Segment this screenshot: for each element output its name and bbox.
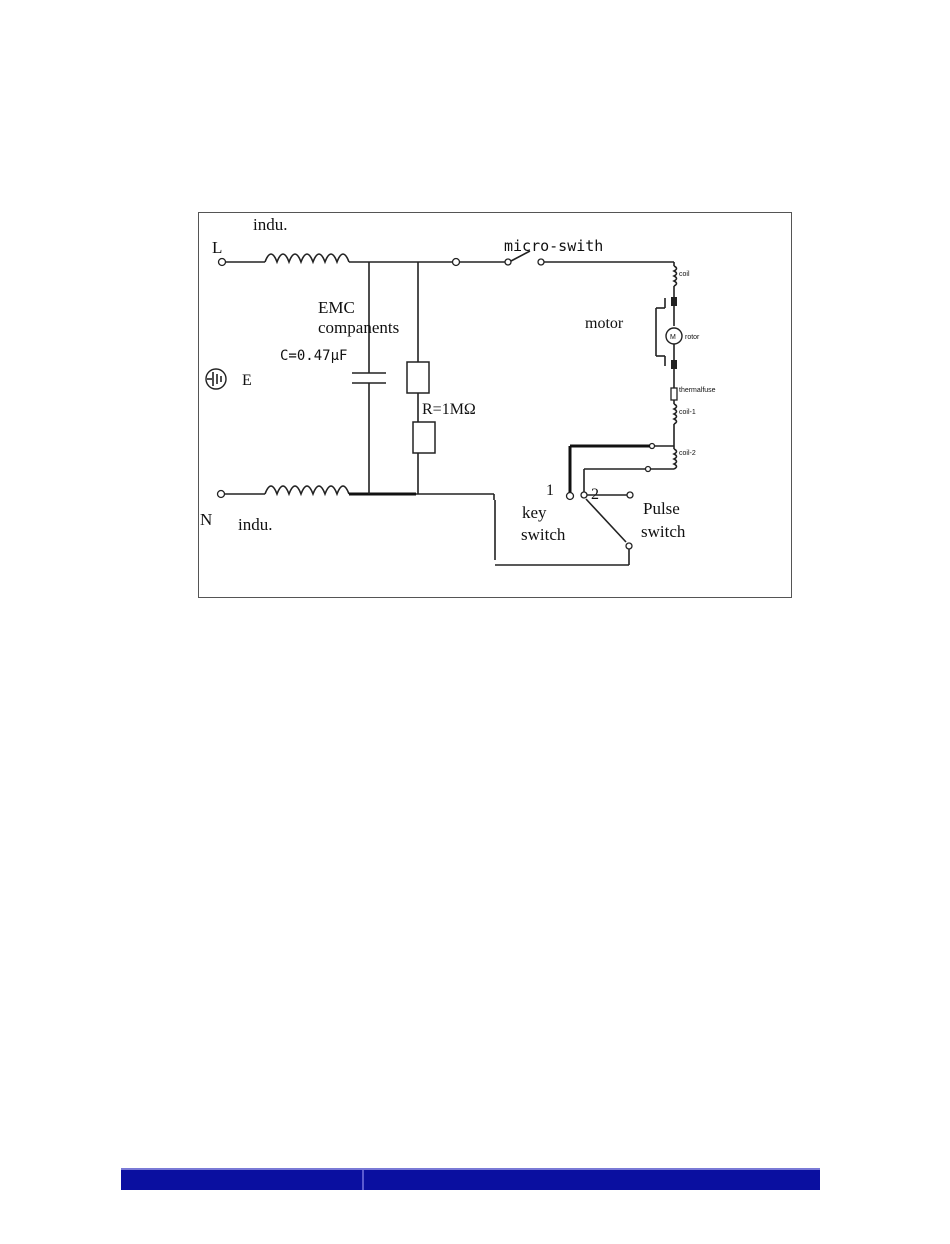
footer-divider xyxy=(362,1170,364,1190)
label-resistor: R=1MΩ xyxy=(422,401,476,418)
line-l-rail xyxy=(219,251,675,266)
label-num-2: 2 xyxy=(591,486,599,503)
resistor-2 xyxy=(413,422,435,453)
label-e: E xyxy=(242,372,252,389)
label-key-line1: key xyxy=(522,503,547,522)
resistor-branch xyxy=(407,262,435,494)
label-thermal-fuse: thermalfuse xyxy=(679,387,716,394)
label-coil-1: coil-1 xyxy=(679,409,696,416)
coil-top xyxy=(674,266,677,286)
motor-chain: M xyxy=(646,262,683,472)
key-switch-contact-1 xyxy=(567,493,574,500)
label-l: L xyxy=(212,238,222,257)
label-emc-line1: EMC xyxy=(318,298,355,317)
label-emc-line2: companents xyxy=(318,318,399,337)
label-coil-2: coil-2 xyxy=(679,450,696,457)
label-num-1: 1 xyxy=(546,482,554,499)
terminal-l xyxy=(219,259,226,266)
resistor-1 xyxy=(407,362,429,393)
label-key-line2: switch xyxy=(521,525,566,544)
label-micro-switch: micro-swith xyxy=(504,237,603,255)
pulse-switch-contact-bottom xyxy=(626,543,632,549)
junction-top xyxy=(453,259,460,266)
label-rotor: rotor xyxy=(685,334,700,341)
label-pulse-line1: Pulse xyxy=(643,499,680,518)
earth-symbol xyxy=(206,369,226,389)
coil-1-symbol xyxy=(674,404,677,424)
key-switch-contact-2 xyxy=(581,492,587,498)
label-n: N xyxy=(200,510,212,529)
label-pulse-line2: switch xyxy=(641,522,686,541)
thermal-fuse-symbol xyxy=(671,388,677,400)
inductor-bottom xyxy=(265,486,349,494)
label-motor: motor xyxy=(585,315,624,332)
label-coil: coil xyxy=(679,271,690,278)
switch-lever xyxy=(586,499,626,542)
footer-bar xyxy=(121,1168,820,1190)
label-indu-bottom: indu. xyxy=(238,515,272,534)
svg-text:M: M xyxy=(670,334,676,341)
pulse-switch-contact-top xyxy=(627,492,633,498)
label-indu-top: indu. xyxy=(253,215,287,234)
coil-2-symbol xyxy=(674,449,677,469)
terminal-n xyxy=(218,491,225,498)
switch-section xyxy=(567,446,651,565)
label-capacitor: C=0.47µF xyxy=(280,348,347,364)
capacitor-branch xyxy=(352,262,386,494)
inductor-top xyxy=(265,254,349,262)
